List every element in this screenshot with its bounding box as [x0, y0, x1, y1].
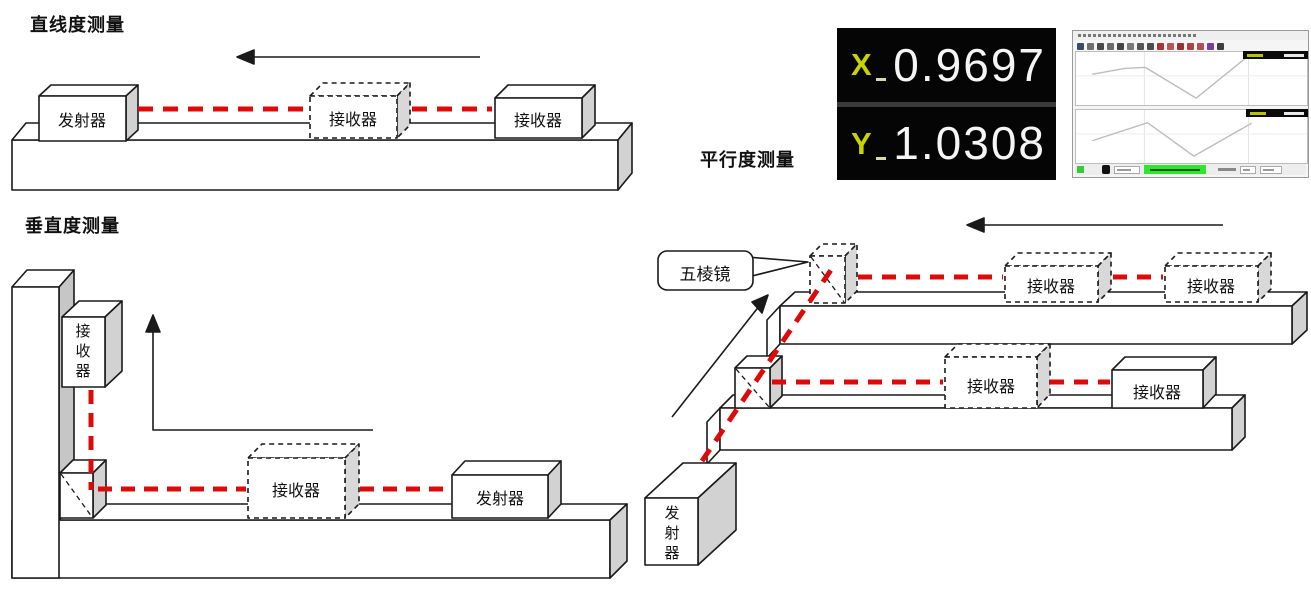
readout-label-placeholder: [1247, 53, 1263, 57]
upper-receiver-2-dashed: [1164, 252, 1272, 303]
toolbar-icon[interactable]: [1077, 43, 1084, 50]
parallelism-title: 平行度测量: [700, 150, 795, 170]
status-led: [1077, 166, 1084, 173]
pentaprism-callout-label: 五棱镜: [679, 265, 731, 284]
toolbar-icon[interactable]: [1197, 43, 1204, 50]
receiver-label: 接收器: [328, 112, 378, 129]
status-field[interactable]: [1114, 165, 1140, 174]
toolbar-icon[interactable]: [1217, 43, 1224, 50]
trace-line: [1092, 55, 1249, 98]
toolbar-icon[interactable]: [1127, 43, 1134, 50]
measurement-software-window: [1072, 30, 1309, 178]
dro-row-x: X 0.9697: [837, 28, 1056, 102]
status-field[interactable]: [1260, 165, 1282, 174]
transmitter-box: [451, 460, 562, 519]
chart-readout-lower: [1246, 109, 1308, 117]
toolbar-icon[interactable]: [1177, 43, 1184, 50]
dro-separator: [837, 101, 1056, 107]
toolbar-icon[interactable]: [1117, 43, 1124, 50]
toolbar-icon[interactable]: [1147, 43, 1154, 50]
readout-label-placeholder: [1250, 111, 1266, 115]
status-field[interactable]: [1240, 165, 1256, 174]
receiver-label: 接收器: [1026, 279, 1076, 296]
receiver-label: 接收器: [1132, 385, 1182, 402]
transmitter-box: [38, 84, 139, 142]
receiver-label: 接收器: [75, 323, 91, 380]
readout-value-placeholder: [1284, 111, 1304, 115]
parallelism-diagram: [644, 217, 1308, 566]
arrow-left-icon: [236, 49, 480, 65]
diagonal-arrow-icon: [671, 294, 769, 418]
transmitter-box: [644, 462, 737, 566]
toolbar-icon[interactable]: [1087, 43, 1094, 50]
window-title-placeholder: [1078, 34, 1196, 37]
pentaprism-dashed: [809, 243, 858, 304]
axis-underscore: [875, 78, 886, 82]
window-titlebar[interactable]: [1073, 31, 1308, 40]
receiver-label: 接收器: [513, 113, 563, 130]
mid-receiver-box-dashed: [309, 82, 411, 139]
upper-receiver-1-dashed: [1004, 252, 1112, 303]
chart-panel-lower: [1075, 109, 1308, 164]
trace-line: [1092, 123, 1251, 156]
granite-base: [11, 122, 633, 191]
straightness-diagram: [11, 49, 633, 191]
laser-beam: [699, 265, 1163, 463]
chart-readout-upper: [1243, 51, 1308, 59]
lower-mid-receiver-dashed: [944, 343, 1051, 409]
receiver-label: 接收器: [966, 379, 1016, 396]
x-value: 0.9697: [893, 38, 1046, 91]
bend-arrow-up-icon: [145, 314, 373, 431]
status-text-placeholder: [1218, 168, 1236, 171]
toolbar-icon[interactable]: [1207, 43, 1214, 50]
progress-bar: [1144, 165, 1206, 174]
lower-trace-chart: [1076, 110, 1307, 163]
toolbar-icon[interactable]: [1097, 43, 1104, 50]
axis-underscore: [875, 156, 886, 160]
dro-row-y: Y 1.0308: [837, 107, 1056, 181]
toolbar-icon[interactable]: [1107, 43, 1114, 50]
receiver-label: 接收器: [271, 483, 321, 500]
upper-trace-chart: [1076, 52, 1307, 105]
straightness-title: 直线度测量: [30, 15, 125, 35]
pentaprism: [59, 459, 107, 519]
perpendicularity-title: 垂直度测量: [25, 216, 120, 236]
lower-end-receiver-box: [1111, 356, 1217, 409]
perpendicularity-diagram: [11, 269, 628, 579]
arrow-left-icon: [966, 217, 1223, 233]
axis-y-label: Y: [851, 125, 872, 161]
readout-value-placeholder: [1284, 53, 1304, 57]
toolbar-icon[interactable]: [1167, 43, 1174, 50]
dro-display: X 0.9697 Y 1.0308: [837, 28, 1056, 180]
mid-receiver-box-dashed: [247, 443, 360, 519]
column-receiver-box: [61, 300, 123, 388]
software-toolbar: [1077, 42, 1224, 51]
axis-x-label: X: [851, 47, 872, 83]
transmitter-label: 发射器: [475, 491, 525, 508]
transmitter-label: 发射器: [57, 113, 107, 130]
status-bar: [1075, 164, 1306, 175]
end-receiver-box: [494, 84, 596, 139]
status-device-icon: [1102, 165, 1110, 174]
transmitter-label: 发射器: [664, 505, 680, 562]
toolbar-icon[interactable]: [1187, 43, 1194, 50]
toolbar-icon[interactable]: [1137, 43, 1144, 50]
y-value: 1.0308: [893, 117, 1046, 170]
chart-panel-upper: [1075, 51, 1308, 106]
pentaprism-callout: [657, 250, 809, 291]
laser-beam: [88, 390, 450, 492]
receiver-label: 接收器: [1186, 279, 1236, 296]
toolbar-icon[interactable]: [1157, 43, 1164, 50]
